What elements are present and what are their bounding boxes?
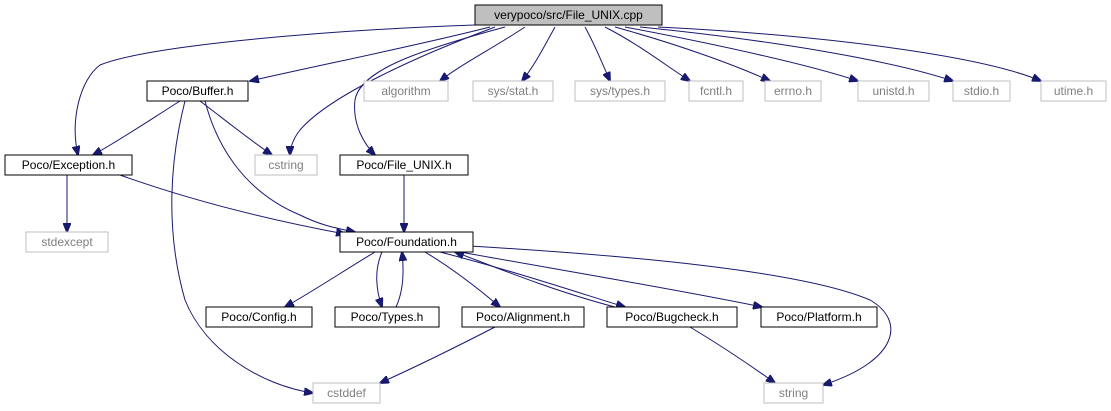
edge-foundation-to-platform [459, 251, 762, 307]
node-box-unistd [857, 80, 930, 102]
node-sys_types: sys/types.h [574, 80, 666, 102]
node-foundation[interactable]: Poco/Foundation.h [339, 231, 474, 253]
node-alignment[interactable]: Poco/Alignment.h [461, 306, 585, 328]
edge-root-to-unistd [624, 26, 858, 81]
node-label-stdio: stdio.h [964, 84, 999, 98]
node-errno: errno.h [764, 80, 822, 102]
node-box-file_unix_h [339, 154, 469, 176]
node-box-algorithm [363, 80, 449, 102]
node-box-alignment [461, 306, 585, 328]
edge-exception-to-foundation [119, 174, 345, 234]
edge-foundation-to-alignment [424, 251, 500, 307]
node-buffer[interactable]: Poco/Buffer.h [146, 80, 249, 102]
edge-root-to-sys_types [584, 26, 610, 81]
node-utime: utime.h [1040, 80, 1107, 102]
edge-root-to-exception [75, 24, 476, 155]
node-types[interactable]: Poco/Types.h [334, 306, 440, 328]
edge-root-to-file_unix_h [354, 26, 506, 155]
node-label-string: string [779, 386, 808, 400]
edge-bugcheck-to-string [689, 326, 775, 383]
node-label-types: Poco/Types.h [351, 310, 424, 324]
node-label-fcntl: fcntl.h [700, 84, 732, 98]
edge-buffer-to-foundation [204, 100, 355, 232]
node-box-fcntl [688, 80, 744, 102]
node-label-sys_types: sys/types.h [590, 84, 650, 98]
node-root[interactable]: verypoco/src/File_UNIX.cpp [474, 4, 663, 26]
edge-buffer-to-cstring [199, 100, 272, 155]
edge-alignment-to-cstddef [380, 326, 496, 383]
node-label-cstring: cstring [268, 158, 303, 172]
node-stdexcept: stdexcept [25, 231, 109, 253]
edge-buffer-to-exception [93, 100, 181, 155]
node-box-utime [1040, 80, 1107, 102]
node-box-sys_stat [472, 80, 554, 102]
node-label-errno: errno.h [774, 84, 812, 98]
node-box-buffer [146, 80, 249, 102]
node-box-stdexcept [25, 231, 109, 253]
edge-root-to-stdio [639, 26, 953, 81]
node-box-root [474, 4, 663, 26]
node-box-string [763, 382, 824, 404]
node-label-exception: Poco/Exception.h [22, 158, 115, 172]
node-file_unix_h[interactable]: Poco/File_UNIX.h [339, 154, 469, 176]
node-label-stdexcept: stdexcept [41, 235, 93, 249]
node-fcntl: fcntl.h [688, 80, 744, 102]
node-box-cstring [254, 154, 318, 176]
node-bugcheck[interactable]: Poco/Bugcheck.h [606, 306, 738, 328]
node-box-types [334, 306, 440, 328]
node-label-utime: utime.h [1054, 84, 1093, 98]
edge-foundation-to-string [469, 245, 892, 385]
edge-root-to-buffer [250, 26, 491, 81]
node-config[interactable]: Poco/Config.h [205, 306, 313, 328]
node-box-sys_types [574, 80, 666, 102]
node-box-errno [764, 80, 822, 102]
node-platform[interactable]: Poco/Platform.h [760, 306, 878, 328]
edge-buffer-to-cstddef [171, 100, 313, 393]
edge-root-to-errno [614, 26, 770, 81]
node-unistd: unistd.h [857, 80, 930, 102]
node-label-foundation: Poco/Foundation.h [356, 235, 457, 249]
node-stdio: stdio.h [952, 80, 1011, 102]
node-label-sys_stat: sys/stat.h [488, 84, 539, 98]
node-cstddef: cstddef [312, 382, 381, 404]
edge-root-to-fcntl [604, 26, 690, 81]
node-label-buffer: Poco/Buffer.h [162, 84, 234, 98]
node-label-algorithm: algorithm [381, 84, 430, 98]
node-box-bugcheck [606, 306, 738, 328]
node-label-platform: Poco/Platform.h [776, 310, 861, 324]
node-cstring: cstring [254, 154, 318, 176]
nodes-layer: verypoco/src/File_UNIX.cppPoco/Buffer.hP… [4, 4, 1107, 404]
node-label-config: Poco/Config.h [221, 310, 296, 324]
node-exception[interactable]: Poco/Exception.h [4, 154, 133, 176]
node-box-config [205, 306, 313, 328]
edge-root-to-algorithm [440, 26, 526, 81]
node-box-cstddef [312, 382, 381, 404]
node-label-cstddef: cstddef [327, 386, 366, 400]
edge-foundation-to-types [377, 251, 382, 307]
node-box-platform [760, 306, 878, 328]
node-string: string [763, 382, 824, 404]
edge-root-to-utime [657, 26, 1041, 81]
node-box-foundation [339, 231, 474, 253]
edge-bugcheck-to-foundation [455, 252, 616, 308]
node-label-file_unix_h: Poco/File_UNIX.h [356, 158, 451, 172]
edge-foundation-to-config [285, 251, 376, 307]
node-label-alignment: Poco/Alignment.h [476, 310, 570, 324]
node-label-unistd: unistd.h [872, 84, 914, 98]
node-box-exception [4, 154, 133, 176]
node-box-stdio [952, 80, 1011, 102]
node-label-bugcheck: Poco/Bugcheck.h [625, 310, 718, 324]
node-algorithm: algorithm [363, 80, 449, 102]
edge-types-to-foundation [395, 252, 403, 308]
edges-layer [67, 24, 1041, 393]
node-label-root: verypoco/src/File_UNIX.cpp [494, 8, 643, 22]
edge-foundation-to-bugcheck [439, 251, 625, 307]
edge-root-to-sys_stat [522, 26, 556, 81]
edge-root-to-cstring [290, 26, 496, 155]
node-sys_stat: sys/stat.h [472, 80, 554, 102]
